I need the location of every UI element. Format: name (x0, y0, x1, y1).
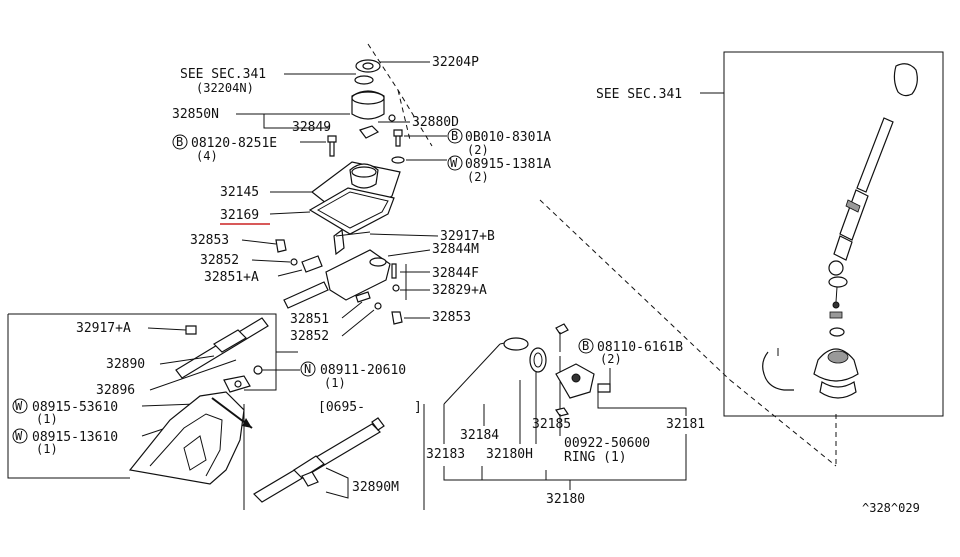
label-08110-6161B: 08110-6161B (597, 340, 683, 355)
see-sec-341-right-label: SEE SEC.341 (596, 87, 682, 102)
bolt-symbol-08120 (172, 134, 188, 150)
svg-text:W: W (450, 156, 458, 170)
label-32169: 32169 (220, 208, 259, 223)
lever-bracket (325, 249, 391, 301)
label-08120-qty: (4) (196, 149, 218, 163)
label-32181: 32181 (666, 417, 705, 432)
label-08110-qty: (2) (600, 352, 622, 366)
label-32917A: 32917+A (76, 321, 131, 336)
label-see-sec-341-top: SEE SEC.341 (180, 67, 266, 82)
label-32849: 32849 (292, 120, 331, 135)
label-08915-13610: 08915-13610 (32, 430, 118, 445)
washer-symbol-1381A (447, 155, 463, 171)
label-08915-53610-qty: (1) (36, 412, 58, 426)
svg-text:B: B (582, 339, 589, 353)
label-32896: 32896 (96, 383, 135, 398)
label-08915-13610-qty: (1) (36, 442, 58, 456)
label-ring: RING (1) (564, 450, 627, 465)
shift-lever-inset-box (723, 51, 944, 417)
shift-rod (283, 281, 329, 309)
label-32852-bottom: 32852 (290, 329, 329, 344)
label-08120-8251E: 08120-8251E (191, 136, 277, 151)
label-date-code-end: ] (414, 400, 422, 415)
bracket-32180 (443, 434, 687, 481)
svg-text:W: W (15, 429, 23, 443)
date-box (243, 404, 425, 510)
label-32204N: (32204N) (196, 81, 254, 95)
bolt-symbol-0B010 (447, 128, 463, 144)
label-0B010-qty: (2) (467, 143, 489, 157)
shift-knob (893, 63, 918, 97)
bolt-symbol-08110 (578, 338, 594, 354)
label-32851: 32851 (290, 312, 329, 327)
label-32829A: 32829+A (432, 283, 487, 298)
label-32180H: 32180H (486, 447, 533, 462)
svg-text:B: B (176, 135, 183, 149)
label-32890M: 32890M (352, 480, 399, 495)
part-32880D (359, 125, 380, 139)
label-08915-1381A-qty: (2) (467, 170, 489, 184)
label-32183: 32183 (426, 447, 465, 462)
washer-symbol-1361 (12, 428, 28, 444)
svg-text:B: B (451, 129, 458, 143)
label-32853-right: 32853 (432, 310, 471, 325)
label-08911-20610: 08911-20610 (320, 363, 406, 378)
label-08915-1381A: 08915-1381A (465, 157, 551, 172)
svg-text:W: W (15, 399, 23, 413)
part-32184 (529, 347, 547, 373)
label-32844M: 32844M (432, 242, 479, 257)
nut-symbol-08911 (300, 361, 316, 377)
label-32917B: 32917+B (440, 229, 495, 244)
label-0B010-8301A: 0B010-8301A (465, 130, 551, 145)
shift-lever-assembly (762, 63, 918, 399)
label-08911-qty: (1) (324, 376, 346, 390)
left-assembly-box (7, 313, 298, 479)
svg-text:N: N (304, 362, 311, 376)
label-32184: 32184 (460, 428, 499, 443)
label-32880D: 32880D (412, 115, 459, 130)
label-00922-50600: 00922-50600 (564, 436, 650, 451)
label-32185: 32185 (532, 417, 571, 432)
label-32890: 32890 (106, 357, 145, 372)
label-32204P: 32204P (432, 55, 479, 70)
washer-symbol-5361 (12, 398, 28, 414)
label-08915-53610: 08915-53610 (32, 400, 118, 415)
part-32169-gasket (308, 187, 395, 235)
label-32853-left: 32853 (190, 233, 229, 248)
footer-code: ^328^029 (862, 501, 920, 515)
label-32844F: 32844F (432, 266, 479, 281)
label-32850N: 32850N (172, 107, 219, 122)
label-date-code: [0695- (318, 400, 365, 415)
label-32180: 32180 (546, 492, 585, 507)
label-32852-top: 32852 (200, 253, 239, 268)
wire-clip (762, 351, 794, 391)
label-32145: 32145 (220, 185, 259, 200)
part-32183 (503, 337, 529, 351)
label-32851A: 32851+A (204, 270, 259, 285)
